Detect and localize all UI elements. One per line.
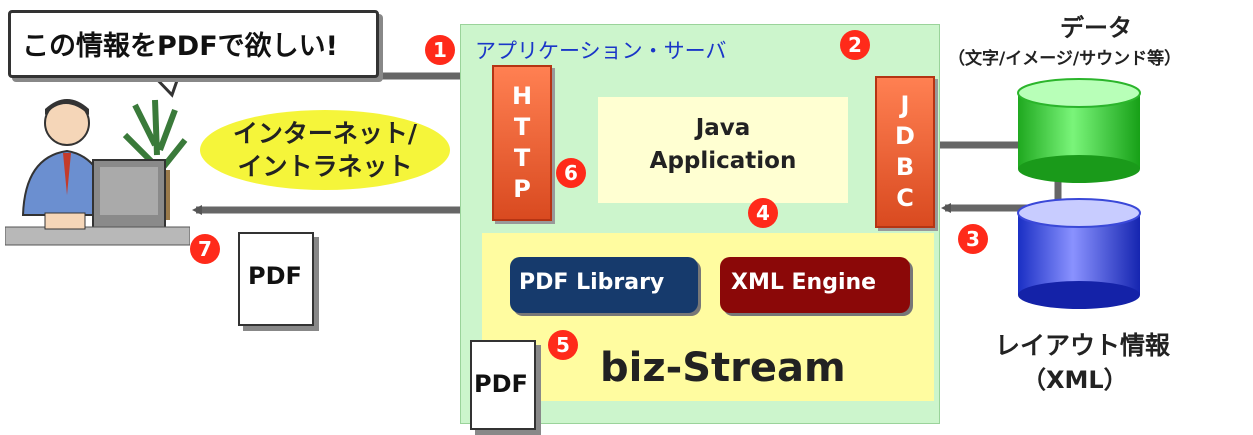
http-letter: H <box>511 82 533 110</box>
layout-store-title: レイアウト情報 <box>995 331 1171 360</box>
xml-engine-box <box>720 257 910 313</box>
step-marker-3: 3 <box>958 224 988 254</box>
jdbc-letter: J <box>900 91 910 119</box>
jdbc-letter: D <box>895 122 915 150</box>
http-letter: T <box>513 144 531 172</box>
network-label-line1: インターネット/ <box>232 119 418 148</box>
java-application-label: Java Application <box>598 112 848 178</box>
speech-bubble <box>8 10 379 78</box>
client-pdf-document <box>238 232 314 326</box>
pdf-library-label: PDF Library <box>519 270 665 295</box>
layout-database-icon <box>1017 198 1141 309</box>
java-line2: Application <box>649 148 797 174</box>
step-marker-4: 4 <box>748 198 778 228</box>
java-line1: Java <box>695 115 751 141</box>
http-letter: P <box>513 175 531 203</box>
user-at-computer-icon <box>5 99 190 246</box>
http-letter: T <box>513 113 531 141</box>
jdbc-letter: C <box>896 184 914 212</box>
network-ellipse <box>200 110 450 190</box>
step-marker-5: 5 <box>548 330 578 360</box>
step-marker-2: 2 <box>840 30 870 60</box>
jdbc-letter: B <box>895 153 915 181</box>
data-store-title: データ <box>1060 14 1132 42</box>
java-application-box <box>598 97 848 203</box>
step-marker-1: 1 <box>425 35 455 65</box>
layout-store-subtitle: （XML） <box>1022 366 1128 394</box>
server-pdf-label: PDF <box>474 370 528 398</box>
network-label-line2: イントラネット <box>237 152 413 181</box>
step-marker-7: 7 <box>190 234 220 264</box>
application-server-label: アプリケーション・サーバ <box>475 39 727 63</box>
step-marker-6: 6 <box>556 158 586 188</box>
biz-stream-label: biz-Stream <box>600 345 846 391</box>
client-pdf-label: PDF <box>248 262 302 290</box>
server-pdf-document <box>470 340 536 430</box>
data-store-subtitle: （文字/イメージ/サウンド等） <box>948 49 1182 69</box>
xml-engine-label: XML Engine <box>731 270 877 295</box>
data-database-icon <box>1017 78 1141 183</box>
network-label: インターネット/ イントラネット <box>212 117 438 183</box>
pdf-library-box <box>510 257 698 313</box>
http-box: H T T P <box>492 65 552 221</box>
jdbc-box: J D B C <box>875 76 935 228</box>
speech-bubble-text: この情報をPDFで欲しい! <box>22 31 338 62</box>
